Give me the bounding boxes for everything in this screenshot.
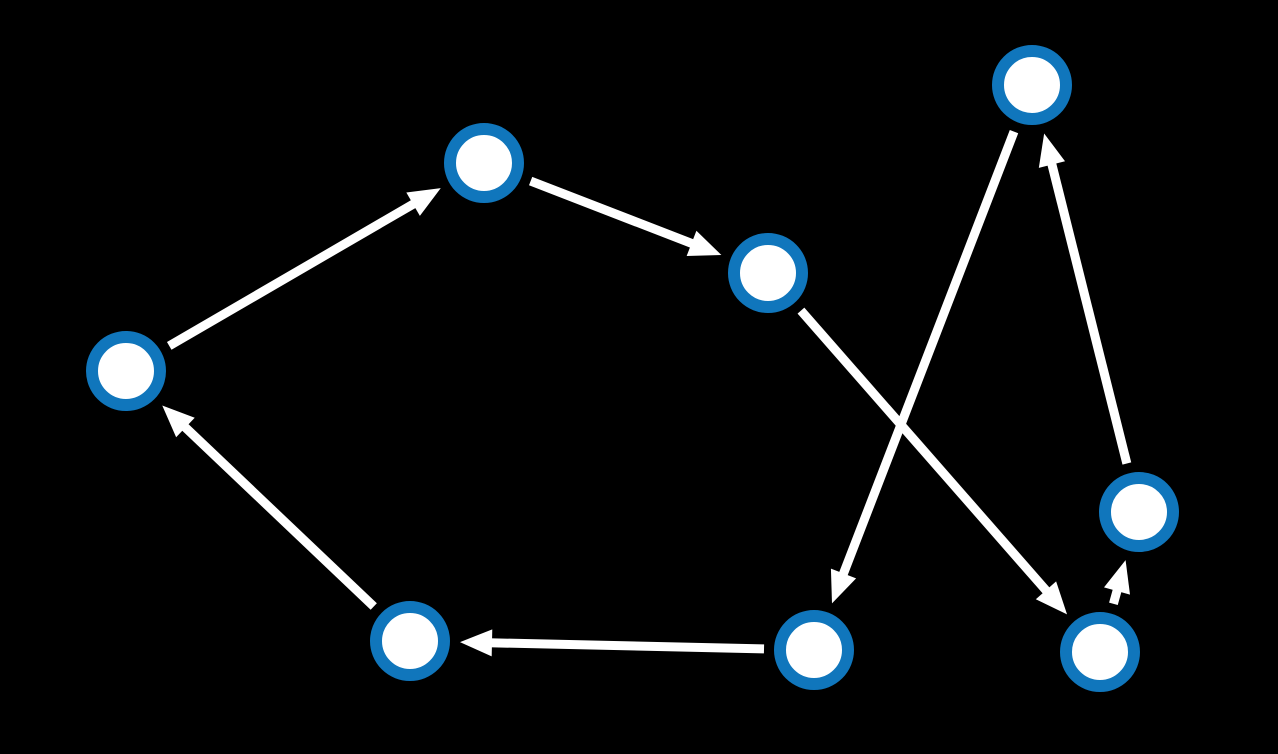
edge-arrowhead xyxy=(1103,560,1130,595)
graph-node-A xyxy=(444,123,524,203)
graph-edge-D-A xyxy=(166,188,441,350)
edge-shaft xyxy=(1046,160,1132,465)
edge-shaft xyxy=(797,307,1052,596)
edge-shaft xyxy=(528,176,696,249)
edge-arrowhead xyxy=(162,405,195,438)
graph-edge-C-G xyxy=(830,130,1019,604)
edge-arrowhead xyxy=(1035,581,1068,615)
edge-arrowhead xyxy=(686,230,722,256)
graph-edge-G-F xyxy=(459,629,765,657)
graph-node-G xyxy=(774,610,854,690)
edge-arrowhead xyxy=(459,629,493,657)
edge-shaft xyxy=(838,130,1019,578)
edge-shaft xyxy=(166,198,418,350)
graph-node-H xyxy=(1060,612,1140,692)
graph-node-C xyxy=(992,45,1072,125)
edge-arrowhead xyxy=(406,188,441,216)
edge-shaft xyxy=(488,638,765,654)
graph-edge-B-H xyxy=(797,307,1068,615)
graph-edge-A-B xyxy=(528,176,722,256)
graph-node-B xyxy=(728,233,808,313)
graph-node-D xyxy=(86,331,166,411)
graph-node-F xyxy=(370,601,450,681)
edge-shaft xyxy=(180,422,377,610)
edge-arrowhead xyxy=(1038,133,1066,168)
graph-edge-E-C xyxy=(1038,133,1132,465)
graph-node-E xyxy=(1099,472,1179,552)
graph-edge-F-D xyxy=(162,405,377,610)
edge-arrowhead xyxy=(830,568,857,604)
graph-edge-H-E xyxy=(1103,560,1130,606)
